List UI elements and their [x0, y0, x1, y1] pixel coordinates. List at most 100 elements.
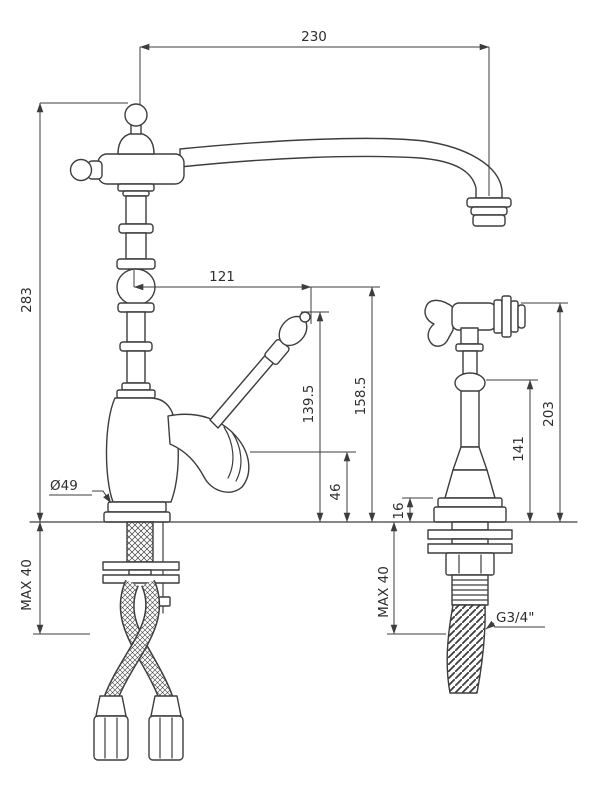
flare	[452, 446, 488, 471]
hose-fitting-right	[148, 695, 184, 761]
horn-ring	[223, 426, 234, 479]
dim-total-height: 283	[19, 102, 128, 523]
nozzle-cap	[517, 304, 526, 329]
supply-connections	[93, 521, 184, 761]
dim-sprayer-base-height: 16	[391, 497, 433, 523]
ring-bulge	[454, 372, 486, 394]
ferrule	[150, 695, 182, 717]
hand-sprayer	[424, 295, 526, 694]
hose-nut	[93, 715, 129, 761]
dim-handle-reach: 121	[133, 269, 380, 324]
leader-line	[485, 620, 496, 630]
base	[103, 501, 171, 523]
thread-lines	[451, 579, 489, 601]
finial-ball	[124, 103, 148, 127]
washer-plate	[102, 561, 180, 571]
neck	[125, 232, 147, 260]
dim-label-sprayer-height: 203	[541, 401, 557, 427]
ring	[116, 258, 156, 270]
dim-max-counter-right: MAX 40	[376, 521, 446, 635]
base-plate	[103, 511, 171, 523]
ring	[117, 302, 155, 313]
shank-sliver	[451, 521, 489, 531]
dim-label-total-height: 283	[19, 287, 35, 313]
dim-label-spout-reach: 230	[301, 29, 327, 45]
spout-tube	[179, 137, 503, 199]
sprayer-trigger	[424, 299, 455, 347]
ring	[118, 223, 154, 234]
nozzle-ring	[510, 300, 519, 333]
dim-label-sprayer-body-height: 141	[511, 436, 527, 462]
nozzle-ring	[493, 299, 503, 334]
handle-tip	[299, 311, 311, 323]
spout-mount	[69, 103, 185, 185]
neck	[126, 350, 146, 384]
neck	[125, 195, 147, 225]
washer-plate	[427, 543, 513, 554]
hose-nut	[148, 715, 184, 761]
spout-flange-ring	[470, 206, 508, 216]
body-main	[105, 397, 179, 503]
dim-handle-height: 139.5	[301, 311, 329, 523]
dimensions: 230 283 121 139.5 158.5 46	[19, 29, 568, 635]
ring	[119, 341, 153, 352]
sprayer-column	[433, 350, 507, 523]
hose-braid	[105, 580, 159, 701]
head-collar	[455, 343, 484, 352]
dim-sprayer-height: 203	[521, 302, 568, 523]
base-flange	[107, 501, 167, 513]
dim-label-max-counter-right: MAX 40	[376, 566, 392, 618]
note-base-diameter: Ø49	[49, 478, 112, 504]
spout	[179, 137, 512, 227]
spout-flange-ring	[466, 197, 512, 208]
note-label-base-diameter: Ø49	[50, 478, 78, 494]
dim-max-counter-left: MAX 40	[19, 521, 90, 635]
sprayer-mount	[427, 521, 513, 606]
dome-cap	[117, 132, 155, 155]
dim-label-max-counter-left: MAX 40	[19, 559, 35, 611]
collar	[121, 382, 151, 391]
base-plate	[433, 506, 507, 523]
collar	[116, 389, 156, 399]
knob-ball	[69, 158, 93, 182]
dim-spout-reach: 230	[139, 29, 490, 196]
sprayer-body	[451, 302, 497, 331]
sprayer-head	[424, 295, 526, 352]
faucet	[69, 103, 512, 523]
head-stem	[460, 327, 479, 345]
collar	[122, 190, 150, 197]
shank-sliver	[128, 569, 152, 576]
spout-aerator	[472, 214, 506, 227]
washer-plate	[427, 529, 513, 540]
dim-label-handle-height: 139.5	[301, 385, 317, 424]
dim-label-sprayer-base-height: 16	[391, 502, 407, 519]
column	[116, 183, 156, 399]
leader-line	[92, 490, 112, 504]
dim-sprayer-body-height: 141	[486, 379, 538, 523]
shank-sliver	[451, 538, 489, 545]
lever-handle	[209, 311, 311, 429]
note-thread-size: G3/4"	[485, 610, 545, 630]
dim-label-outlet-height: 46	[328, 483, 344, 500]
bell-base	[444, 469, 496, 499]
sprayer-hose	[446, 604, 486, 694]
coil-hose-texture	[447, 605, 486, 693]
hose-fitting-left	[93, 695, 129, 761]
mount-nut	[445, 552, 495, 576]
ferrule	[95, 695, 127, 717]
base-flange	[437, 497, 503, 508]
horn-ring	[231, 431, 242, 482]
dim-lever-height: 158.5	[353, 286, 376, 523]
neck	[126, 311, 146, 343]
note-label-thread-size: G3/4"	[496, 610, 534, 626]
dim-label-lever-height: 158.5	[353, 377, 369, 416]
dim-outlet-height: 46	[250, 451, 356, 523]
nozzle-ring	[501, 295, 512, 338]
collar	[117, 183, 155, 192]
washer-plate	[102, 574, 180, 584]
cylinder	[460, 390, 480, 448]
cross-body	[97, 153, 185, 185]
threaded-shank-hatch	[127, 522, 153, 562]
